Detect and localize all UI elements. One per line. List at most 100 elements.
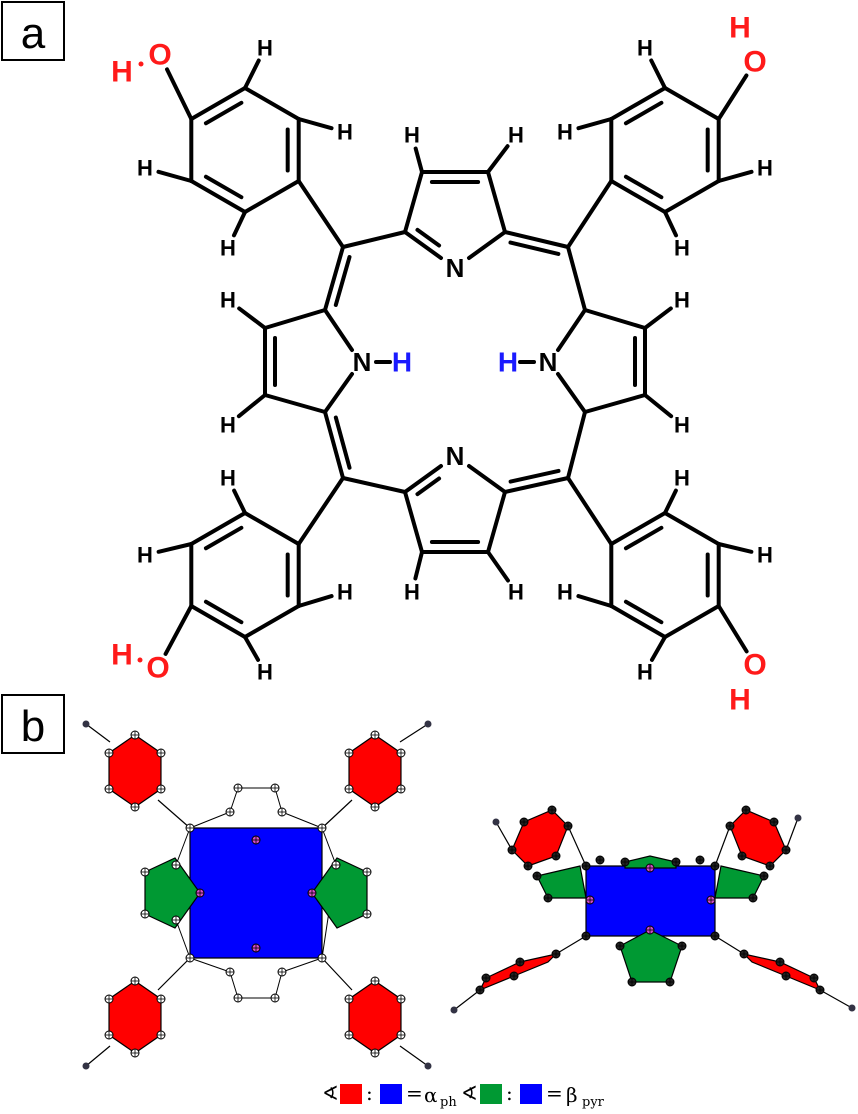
double-bond-line [203, 599, 244, 625]
bond [576, 594, 614, 608]
legend-colon-2: : [506, 1081, 513, 1105]
model-bond [175, 919, 191, 959]
model-bond [399, 723, 429, 743]
legend-colon-1: : [366, 1081, 373, 1105]
hydroxyl-bottom-left-hydrogen: H [111, 639, 133, 672]
bond [403, 170, 424, 234]
phenyl-hydrogen: H [757, 156, 773, 181]
model-bond [495, 821, 513, 851]
bond [566, 476, 614, 546]
phenyl-plane-bottom-right [348, 980, 402, 1054]
phenyl-top-right-bond [663, 86, 721, 121]
panel-a-label: a [1, 1, 65, 61]
oxygen-atom [82, 720, 90, 728]
bond [716, 169, 754, 183]
phenyl-hydrogen: H [637, 36, 653, 61]
model-bond [157, 957, 191, 991]
nitrogen-bottom: N [446, 441, 465, 471]
alpha-subscript: ph [440, 1095, 457, 1110]
double-bond-line [203, 525, 244, 551]
model-bond [819, 989, 853, 1009]
bond [263, 393, 327, 414]
beta-hydrogen: H [220, 413, 236, 438]
double-bond-line [623, 599, 664, 625]
svg-text:b: b [21, 702, 45, 751]
nitrogen-left: N [353, 347, 372, 377]
pyrrole-plane-right-side [714, 865, 765, 899]
double-bond-line [623, 174, 664, 200]
beta-hydrogen: H [674, 288, 690, 313]
bond [323, 245, 345, 312]
bond [716, 73, 749, 121]
legend-equals-2: = [546, 1081, 563, 1105]
double-bond-line [623, 525, 664, 551]
svg-text:a: a [21, 9, 46, 58]
pyrrole-plane-bottom-side [619, 929, 683, 983]
phenyl-bottom-right-bond [609, 511, 667, 546]
double-bond-line [415, 227, 442, 248]
phenyl-hydrogen: H [220, 236, 236, 261]
bond [296, 117, 334, 131]
bond [243, 635, 261, 662]
bond [503, 230, 570, 249]
angle-mark-2: ∢ [461, 1081, 478, 1105]
phenyl-hydrogen: H [757, 543, 773, 568]
phenyl-hydrogen: H [220, 466, 236, 491]
bond [663, 210, 679, 238]
phenyl-bottom-left-bond [243, 604, 301, 639]
phenyl-top-left-bond [243, 86, 301, 121]
bond [403, 490, 424, 554]
core-plane-top [189, 827, 323, 959]
phenyl-hydrogen: H [257, 36, 273, 61]
model-bond [189, 957, 231, 973]
hydroxyl-dot [138, 61, 144, 67]
legend-phenyl-swatch [340, 1084, 362, 1104]
model-bond [157, 799, 191, 829]
phenyl-hydrogen: H [674, 236, 690, 261]
bond [467, 464, 507, 494]
oxygen-atom [424, 1062, 432, 1070]
inner-hydrogen-left: H [392, 347, 412, 378]
hydroxyl-bottom-right-hydrogen: H [729, 684, 751, 717]
side-view-model [450, 805, 856, 1014]
oxygen-atom [82, 1062, 90, 1070]
pyrrole-plane-right [311, 857, 368, 929]
model-bond [714, 825, 731, 867]
double-bond-line [508, 240, 561, 256]
model-bond [785, 817, 799, 851]
bond [156, 542, 194, 554]
model-bond [229, 971, 239, 999]
beta-subscript: pyr [582, 1095, 605, 1110]
hydroxyl-top-right-hydrogen: H [729, 12, 751, 45]
bond [403, 230, 443, 260]
legend-equals-1: = [406, 1081, 423, 1105]
double-bond-line [203, 100, 244, 126]
bond [566, 245, 587, 312]
bond [296, 594, 334, 608]
angle-legend: ∢ : = α ph ∢ : = β pyr [322, 1081, 605, 1110]
phenyl-bottom-right-bond [609, 604, 667, 639]
bond [263, 308, 327, 330]
hydroxyl-bottom-left-oxygen: O [146, 652, 169, 685]
oxygen-atom [424, 720, 432, 728]
beta-hydrogen: H [404, 580, 420, 605]
beta-hydrogen: H [220, 288, 236, 313]
model-bond [555, 935, 587, 955]
beta-hydrogen: H [508, 580, 524, 605]
alpha-symbol: α [424, 1083, 438, 1107]
phenyl-top-left-bond [189, 86, 247, 121]
phenyl-plane-top-left [108, 734, 162, 808]
legend-pyrrole-swatch [480, 1084, 502, 1104]
bond [486, 170, 507, 234]
bond [163, 604, 194, 656]
beta-hydrogen: H [508, 123, 524, 148]
phenyl-plane-bottom-left [108, 980, 162, 1054]
oxygen-atom [848, 1004, 856, 1012]
phenyl-top-left-bond [243, 179, 301, 214]
bond [413, 550, 424, 581]
model-bond [189, 811, 231, 829]
model-bond [281, 811, 323, 829]
bond [566, 179, 614, 249]
bond [643, 306, 673, 330]
